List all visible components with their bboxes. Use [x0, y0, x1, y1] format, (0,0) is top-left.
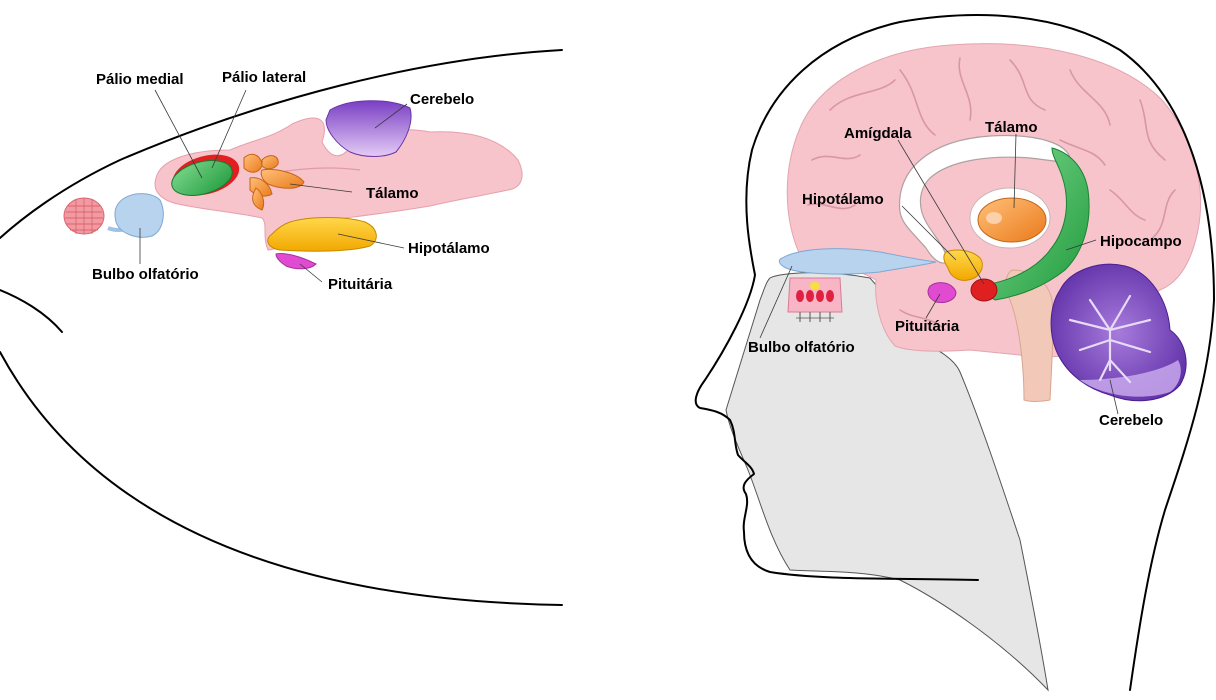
rodent-olfactory-bulb — [115, 194, 163, 238]
label-cerebelo-right: Cerebelo — [1099, 412, 1163, 429]
label-pituitaria-left: Pituitária — [328, 276, 393, 293]
label-palio-lateral: Pálio lateral — [222, 69, 306, 86]
label-talamo-left: Tálamo — [366, 185, 419, 202]
label-palio-medial: Pálio medial — [96, 71, 184, 88]
label-bulbo-right: Bulbo olfatório — [748, 339, 855, 356]
label-hipotalamo-left: Hipotálamo — [408, 240, 490, 257]
label-pituitaria-right: Pituitária — [895, 318, 960, 335]
human-thalamus-highlight — [986, 212, 1002, 224]
human-amygdala — [971, 279, 997, 301]
human-pituitary — [928, 283, 956, 303]
rodent-throat-outline — [0, 352, 562, 605]
label-hipotalamo-right: Hipotálamo — [802, 191, 884, 208]
human-panel: Amígdala Tálamo Hipotálamo Hipocampo Pit… — [696, 15, 1214, 690]
label-talamo-right: Tálamo — [985, 119, 1038, 136]
label-cerebelo-left: Cerebelo — [410, 91, 474, 108]
label-amigdala: Amígdala — [844, 125, 912, 142]
rodent-olfactory-epithelium — [64, 198, 104, 234]
rodent-pituitary — [276, 253, 316, 268]
rodent-jaw-outline — [0, 290, 62, 332]
label-bulbo-left: Bulbo olfatório — [92, 266, 199, 283]
rodent-cerebellum — [326, 101, 411, 157]
rodent-panel: Pálio medial Pálio lateral Cerebelo Tála… — [0, 50, 562, 605]
label-hipocampo: Hipocampo — [1100, 233, 1182, 250]
